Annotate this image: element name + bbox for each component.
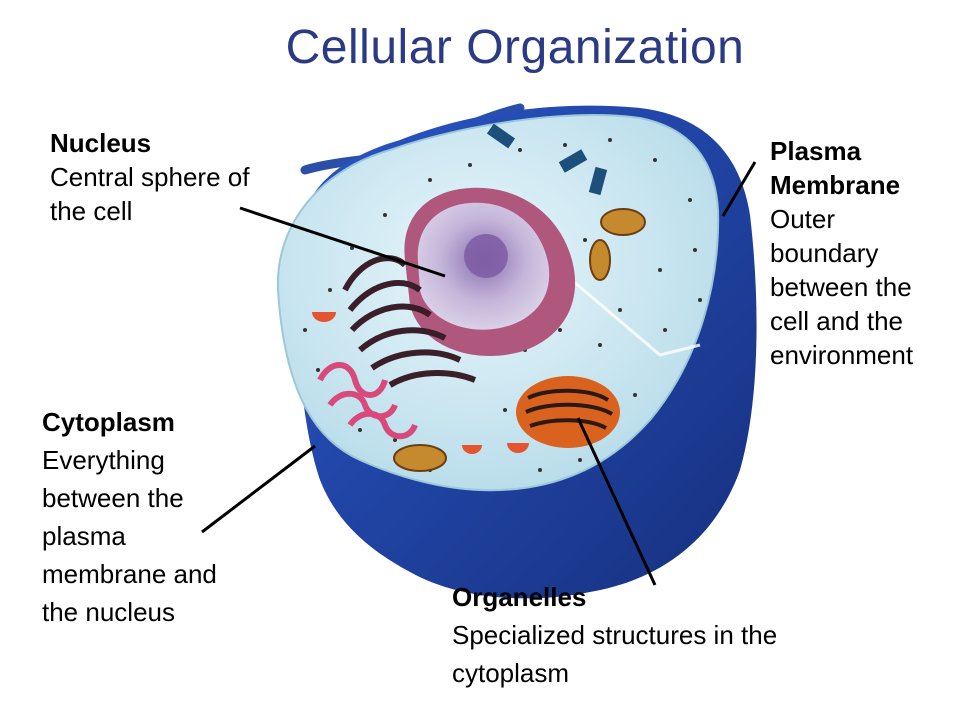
membrane-desc-line: environment <box>770 340 914 370</box>
membrane-desc-line: boundary <box>770 238 879 268</box>
cytoplasm-arrow <box>201 444 316 534</box>
cytoplasm-heading: Cytoplasm <box>42 407 175 437</box>
cytoplasm-desc-line: membrane and <box>42 559 217 589</box>
rough-er <box>317 362 418 440</box>
nucleus-structure <box>404 187 576 356</box>
organelles-desc-line: cytoplasm <box>452 658 570 688</box>
cytoplasm-desc-line: plasma <box>42 521 126 551</box>
nucleus-desc-line: Central sphere of <box>50 162 250 192</box>
membrane-heading: Membrane <box>770 170 901 200</box>
wedge-cut <box>559 268 701 357</box>
pointer-arrows <box>201 161 757 586</box>
organelles-label: Organelles Specialized structures in the… <box>452 578 777 692</box>
nucleus-arrow <box>239 206 446 278</box>
centrioles <box>486 123 608 196</box>
cytoplasm-desc-line: the nucleus <box>42 597 175 627</box>
mitochondria <box>393 208 646 472</box>
organelles-desc-line: Specialized structures in the <box>452 620 778 650</box>
membrane-arrow <box>721 161 757 217</box>
membrane-heading: Plasma <box>770 136 862 166</box>
membrane-desc-line: cell and the <box>770 306 903 336</box>
organelles-arrow <box>576 417 657 586</box>
cytoplasm-desc-line: Everything <box>42 445 165 475</box>
cytoplasm-desc-line: between the <box>42 483 184 513</box>
nucleus-desc-line: the cell <box>50 196 133 226</box>
golgi-apparatus <box>516 376 620 448</box>
vesicles <box>312 312 529 454</box>
cytoplasm-label: Cytoplasm Everything between the plasma … <box>42 403 217 631</box>
organelles-heading: Organelles <box>452 582 587 612</box>
membrane-label: Plasma Membrane Outer boundary between t… <box>770 134 913 372</box>
membrane-desc-line: between the <box>770 272 912 302</box>
page-title: Cellular Organization <box>285 21 745 74</box>
membrane-desc-line: Outer <box>770 204 836 234</box>
nucleus-heading: Nucleus <box>50 128 152 158</box>
nucleus-label: Nucleus Central sphere of the cell <box>50 126 249 228</box>
